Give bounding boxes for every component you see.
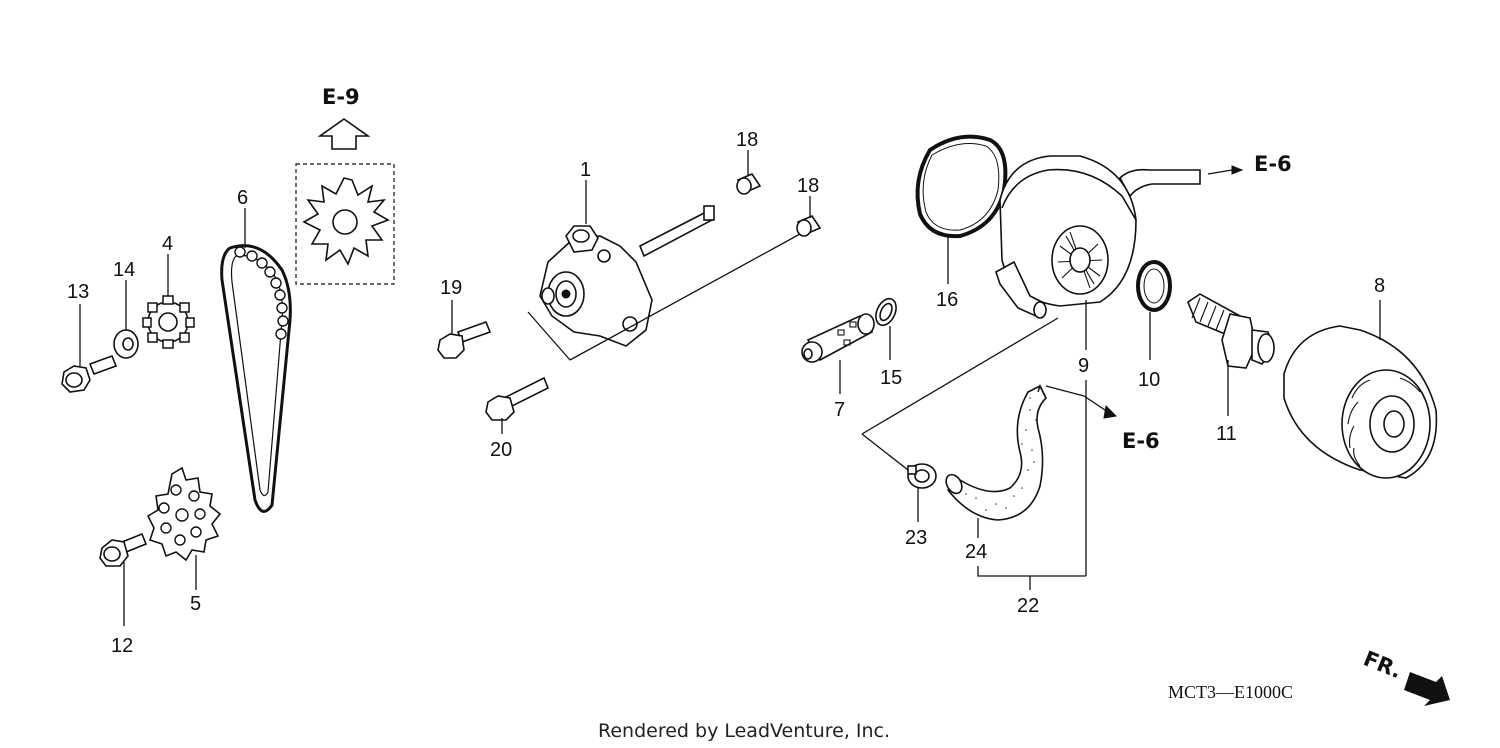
part-label-24[interactable]: 24	[965, 541, 987, 563]
oil-pump	[539, 205, 715, 347]
part-label-12[interactable]: 12	[111, 635, 133, 657]
part-label-9[interactable]: 9	[1078, 355, 1089, 377]
bolt-12	[99, 532, 148, 567]
gasket-16	[915, 134, 1008, 239]
part-label-7[interactable]: 7	[834, 399, 845, 421]
up-arrow-icon	[317, 118, 371, 150]
part-label-22[interactable]: 22	[1017, 595, 1039, 617]
part-label-6[interactable]: 6	[237, 187, 248, 209]
bolt-19	[437, 320, 492, 359]
part-label-10[interactable]: 10	[1138, 369, 1160, 391]
part-label-13[interactable]: 13	[67, 281, 89, 303]
dowel-pin-18b	[796, 215, 822, 237]
drive-chain	[220, 244, 292, 513]
bracket-22	[977, 566, 1086, 577]
gear-icon	[302, 177, 390, 266]
oil-cooler	[995, 155, 1201, 319]
ref-e6-top[interactable]: E-6	[1254, 152, 1292, 176]
bracket-line-a	[527, 311, 571, 361]
part-label-5[interactable]: 5	[190, 593, 201, 615]
fr-label: FR.	[1360, 646, 1405, 683]
sprocket-small	[142, 295, 195, 349]
washer-14	[113, 329, 139, 359]
bolt-20	[485, 376, 550, 421]
front-direction-indicator: FR.	[1360, 646, 1450, 706]
oil-hose-24	[945, 384, 1047, 521]
ref-e6-mid[interactable]: E-6	[1122, 429, 1160, 453]
oil-filter	[1283, 325, 1438, 479]
ref-e9[interactable]: E-9	[322, 85, 360, 109]
part-label-19[interactable]: 19	[440, 277, 462, 299]
hose-clamp-23	[907, 463, 937, 489]
part-label-18b[interactable]: 18	[797, 175, 819, 197]
part-label-23[interactable]: 23	[905, 527, 927, 549]
oil-strainer	[801, 313, 875, 363]
leader-e6-mid-b	[1083, 395, 1109, 413]
part-label-1[interactable]: 1	[580, 159, 591, 181]
part-label-18a[interactable]: 18	[736, 129, 758, 151]
part-label-14[interactable]: 14	[113, 259, 135, 281]
part-label-16[interactable]: 16	[936, 289, 958, 311]
arrow-line-e6-top	[1207, 169, 1233, 175]
dashed-box	[295, 163, 395, 285]
part-label-15[interactable]: 15	[880, 367, 902, 389]
part-label-20[interactable]: 20	[490, 439, 512, 461]
part-label-4[interactable]: 4	[162, 233, 173, 255]
diagram-code: MCT3—E1000C	[1168, 682, 1293, 702]
arrow-down-right-icon	[1103, 404, 1118, 419]
bracket-line-b	[569, 233, 801, 361]
part-label-11[interactable]: 11	[1216, 423, 1237, 445]
footer-credit: Rendered by LeadVenture, Inc.	[598, 720, 890, 742]
arrow-right-icon	[1231, 165, 1244, 175]
center-bolt-11	[1187, 293, 1275, 369]
leader-23-diag	[861, 433, 909, 471]
o-ring-10	[1136, 260, 1172, 312]
sprocket-large	[146, 466, 222, 562]
bracket-line-9	[861, 317, 1059, 435]
leader-e6-mid-a	[1045, 385, 1085, 397]
o-ring-15	[875, 297, 897, 327]
front-arrow-icon	[1404, 672, 1450, 706]
part-label-8[interactable]: 8	[1374, 275, 1385, 297]
dowel-pin-18a	[736, 173, 762, 195]
bolt-13	[61, 354, 118, 393]
